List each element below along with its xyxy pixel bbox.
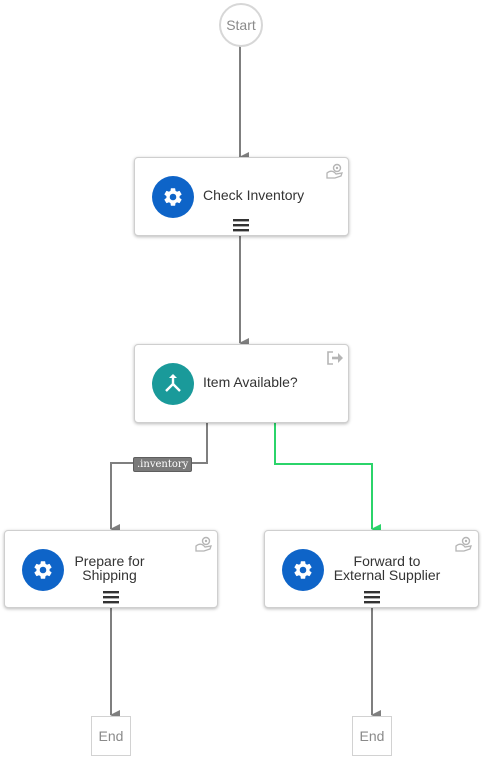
service-task-icon: [326, 163, 343, 179]
task-label-line-1: Forward to: [353, 553, 421, 569]
start-event[interactable]: Start: [219, 3, 263, 47]
condition-label[interactable]: .inventory: [133, 457, 193, 472]
edge-gateway-to-prepare: [110, 421, 208, 534]
task-label: Forward to External Supplier: [327, 554, 447, 582]
task-check-inventory[interactable]: Check Inventory: [134, 157, 349, 236]
task-label: Check Inventory: [203, 187, 305, 203]
gateway-label: Item Available?: [203, 374, 298, 390]
exit-icon: [327, 351, 343, 365]
task-label: Prepare for Shipping: [67, 554, 152, 582]
end-label: End: [98, 728, 124, 744]
gateway-icon: [152, 363, 194, 405]
gear-icon: [282, 549, 324, 591]
end-label: End: [359, 728, 385, 744]
service-task-icon: [195, 536, 212, 552]
gateway-item-available[interactable]: Item Available?: [134, 344, 349, 423]
task-prepare-for-shipping[interactable]: Prepare for Shipping: [4, 530, 218, 608]
task-label-line-2: External Supplier: [333, 567, 441, 583]
gear-icon: [22, 549, 64, 591]
end-event-left[interactable]: End: [91, 716, 131, 756]
start-label: Start: [226, 17, 256, 33]
service-task-icon: [455, 536, 472, 552]
menu-icon[interactable]: [364, 590, 380, 604]
end-event-right[interactable]: End: [352, 716, 392, 756]
task-label-line-1: Prepare for: [74, 553, 145, 569]
edge-gateway-to-forward: [274, 421, 381, 534]
menu-icon[interactable]: [233, 218, 249, 232]
gear-icon: [152, 176, 194, 218]
task-forward-to-external-supplier[interactable]: Forward to External Supplier: [264, 530, 479, 608]
menu-icon[interactable]: [103, 590, 119, 604]
task-label-line-2: Shipping: [82, 567, 137, 583]
